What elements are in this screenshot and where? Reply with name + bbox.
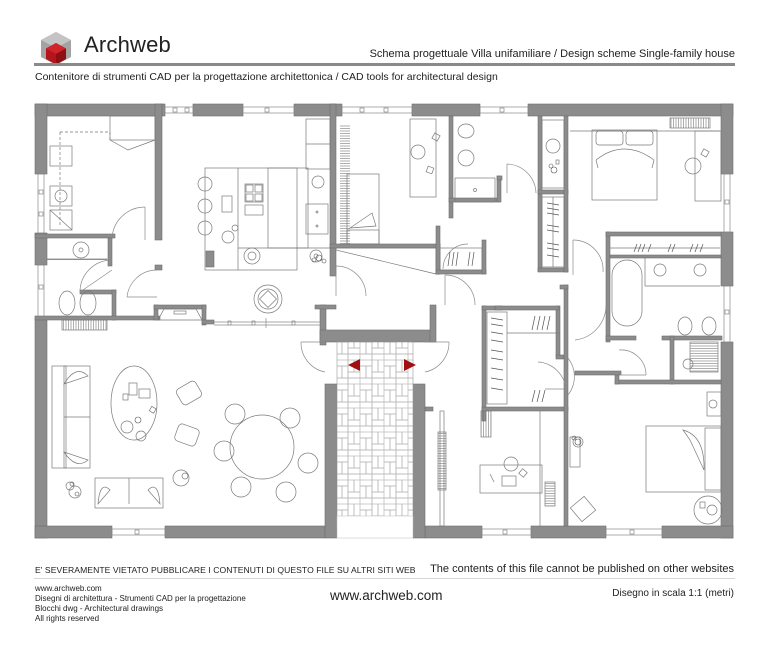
website-link[interactable]: www.archweb.com [330,588,443,603]
header-divider [34,63,735,66]
brand-name: Archweb [84,32,171,57]
windows [37,106,731,536]
subtitle: Contenitore di strumenti CAD per la prog… [35,71,498,83]
footer-line-blocks: Blocchi dwg - Architectural drawings [35,604,164,613]
footer-line-website[interactable]: www.archweb.com [35,584,102,593]
footer-line-rights: All rights reserved [35,614,100,623]
copyright-warning-italian: E' SEVERAMENTE VIETATO PUBBLICARE I CONT… [35,565,416,575]
footer-line-drawings: Disegni di architettura - Strumenti CAD … [35,594,246,603]
entrance-porch-tiles [336,341,414,527]
furniture [46,115,723,527]
plants [69,163,582,497]
footer-divider [34,578,735,579]
arrow-left-icon [348,359,360,371]
scale-note: Disegno in scala 1:1 (metri) [612,588,734,599]
copyright-warning-english: The contents of this file cannot be publ… [430,563,734,575]
archweb-logo-cube-icon [41,32,71,65]
doors [79,163,647,396]
scheme-title: Schema progettuale Villa unifamiliare / … [369,48,735,60]
arrow-right-icon [404,359,416,371]
footer-info: www.archweb.com Disegni di architettura … [35,584,246,624]
